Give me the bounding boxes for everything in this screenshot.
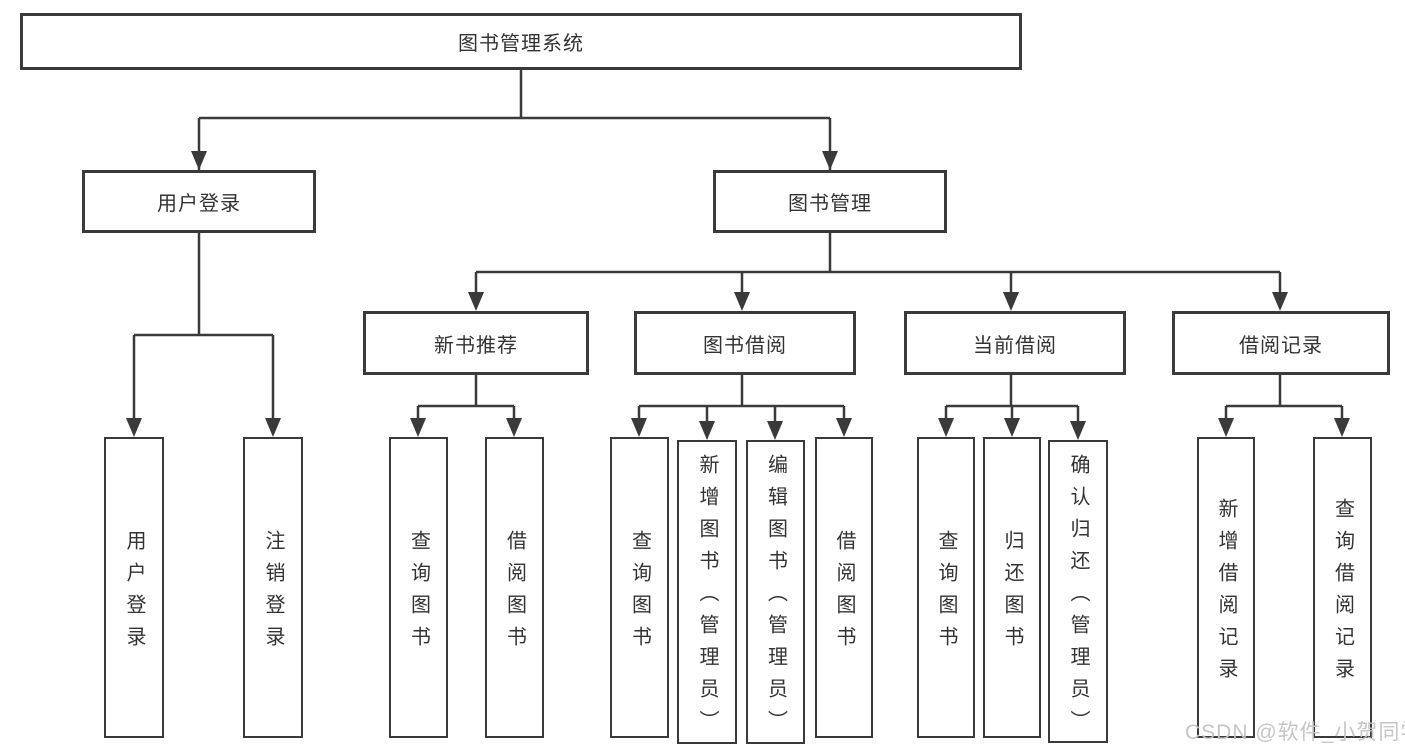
leaf-query-borrow-record: 查询借阅记录 [1313,437,1372,738]
node-new-book-recommend: 新书推荐 [363,311,589,375]
leaf-logout-label: 注销登录 [262,529,284,658]
leaf-query-borrow-record-label: 查询借阅记录 [1331,497,1354,690]
node-root-label: 图书管理系统 [458,33,584,55]
arrowhead [822,151,838,170]
leaf-edit-books-admin-label: 编辑图书（管理员） [764,454,787,742]
node-book-management: 图书管理 [713,170,947,233]
leaf-borrow-books: 借阅图书 [815,437,873,738]
leaf-add-books-admin: 新增图书（管理员） [677,440,737,744]
arrowhead [836,418,852,437]
leaf-query-books-borrowing: 查询图书 [610,437,669,738]
leaf-query-books-current: 查询图书 [917,437,975,738]
arrowhead [1218,418,1234,437]
arrowhead [468,292,484,311]
arrowhead [699,421,715,440]
leaf-edit-books-admin: 编辑图书（管理员） [746,440,805,744]
node-root: 图书管理系统 [20,13,1022,70]
leaf-add-books-admin-label: 新增图书（管理员） [696,454,718,742]
tree-edges [132,69,1344,436]
node-user-login: 用户登录 [82,170,316,233]
leaf-query-books-current-label: 查询图书 [935,529,957,658]
node-book-borrowing: 图书借阅 [634,311,856,375]
leaf-query-books-recommend: 查询图书 [389,437,448,738]
arrowhead [1004,418,1020,437]
node-current-borrowing: 当前借阅 [904,311,1126,375]
node-borrow-records: 借阅记录 [1172,311,1390,375]
leaf-confirm-return-admin-label: 确认归还（管理员） [1067,453,1089,742]
arrowhead [265,418,281,437]
leaf-borrow-books-recommend: 借阅图书 [485,437,544,738]
arrowhead [1272,292,1288,311]
leaf-confirm-return-admin: 确认归还（管理员） [1048,440,1108,743]
node-borrow-records-label: 借阅记录 [1239,334,1323,357]
arrowhead [631,418,647,437]
leaf-borrow-books-recommend-label: 借阅图书 [503,529,526,658]
arrowhead [1003,292,1019,311]
leaf-query-books-borrowing-label: 查询图书 [628,529,651,658]
leaf-add-borrow-record-label: 新增借阅记录 [1215,497,1237,690]
arrowhead [126,418,142,437]
arrowhead [1334,418,1350,437]
leaf-logout: 注销登录 [243,437,303,738]
arrowhead [506,418,522,437]
node-current-borrowing-label: 当前借阅 [973,334,1057,357]
node-new-book-recommend-label: 新书推荐 [434,334,518,357]
leaf-user-login-label: 用户登录 [123,529,145,658]
leaf-add-borrow-record: 新增借阅记录 [1197,437,1255,738]
leaf-user-login: 用户登录 [104,437,164,738]
arrowhead [410,418,426,437]
arrowhead [191,151,207,170]
node-book-borrowing-label: 图书借阅 [703,334,787,357]
arrowhead [734,292,750,311]
arrowhead [767,421,783,440]
node-user-login-label: 用户登录 [157,193,241,215]
leaf-return-books: 归还图书 [983,437,1041,738]
node-book-management-label: 图书管理 [788,193,872,215]
arrowheads [126,151,1350,440]
arrowhead [1070,421,1086,440]
leaf-query-books-recommend-label: 查询图书 [407,529,430,658]
leaf-return-books-label: 归还图书 [1001,529,1023,658]
leaf-borrow-books-label: 借阅图书 [833,529,855,658]
csdn-watermark: CSDN @软件_小贺同学 [1185,721,1405,744]
arrowhead [938,418,954,437]
